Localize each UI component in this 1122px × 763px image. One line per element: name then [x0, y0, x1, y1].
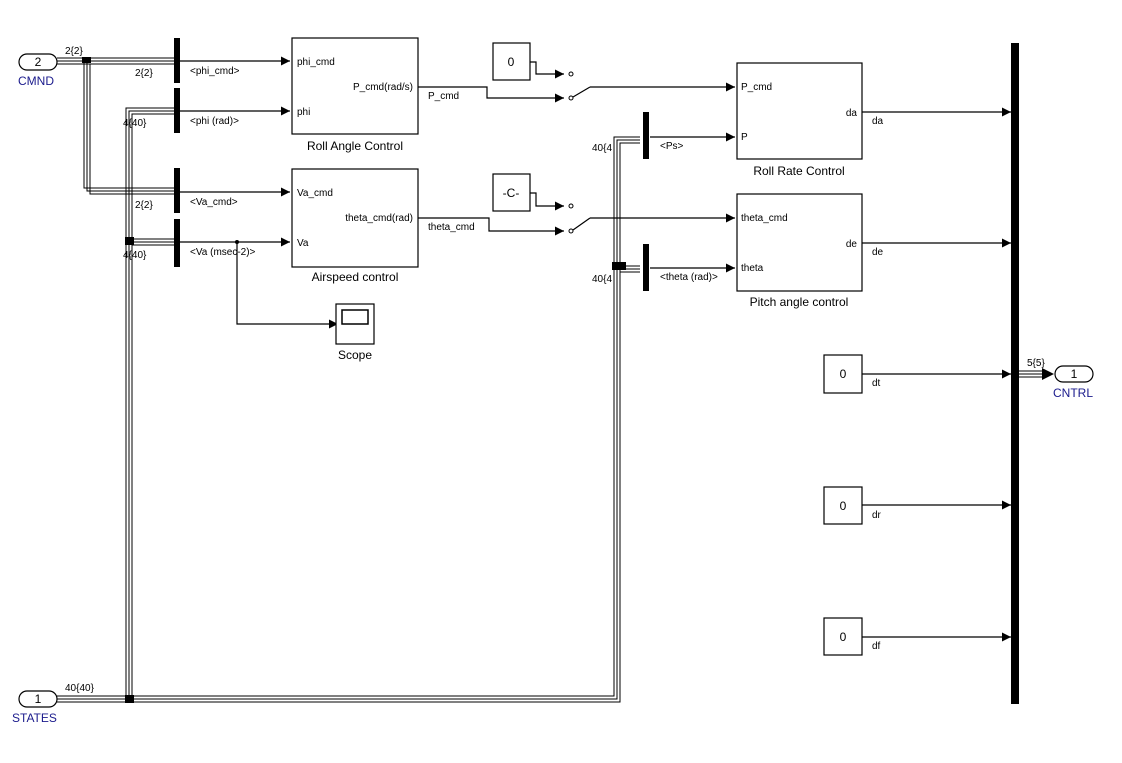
pitch-angle-control-block[interactable]: theta_cmd theta de Pitch angle control [736, 193, 863, 309]
roll-rate-title: Roll Rate Control [753, 164, 844, 178]
switch1-constant-block[interactable]: 0 [492, 42, 531, 81]
states-width-label: 40{40} [65, 683, 95, 694]
cmnd-bus [57, 57, 174, 195]
ps-width-label: 40{4 [592, 143, 612, 154]
roll-path-wires [418, 61, 735, 142]
de-signal-label: de [872, 247, 884, 258]
airspeed-title: Airspeed control [312, 270, 399, 284]
pitch-angle-out-label: de [846, 239, 858, 250]
roll-angle-title: Roll Angle Control [307, 139, 403, 153]
roll-angle-in2-label: phi [297, 107, 310, 118]
dt-constant-value: 0 [840, 367, 847, 381]
selector-ps[interactable] [643, 112, 649, 159]
selector-theta[interactable] [643, 244, 649, 291]
pitch-angle-in1-label: theta_cmd [741, 213, 788, 224]
airspeed-in1-label: Va_cmd [297, 188, 333, 199]
va-cmd-width-label: 2{2} [135, 200, 153, 211]
roll-rate-in2-label: P [741, 132, 748, 143]
selector-phi[interactable] [174, 88, 180, 133]
switch1-constant-value: 0 [508, 55, 515, 69]
selector-va-cmd[interactable] [174, 168, 180, 213]
outport-cntrl-number: 1 [1071, 367, 1078, 381]
output-mux[interactable] [1011, 43, 1019, 704]
pitch-angle-in2-label: theta [741, 263, 764, 274]
manual-switch-1[interactable] [568, 71, 591, 101]
dr-constant-value: 0 [840, 499, 847, 513]
p-cmd-signal-label: P_cmd [428, 91, 459, 102]
va-width-label: 4{40} [123, 250, 147, 261]
dt-constant-block[interactable]: 0 [823, 354, 863, 394]
outport-cntrl-name: CNTRL [1053, 386, 1093, 400]
phi-signal-label: <phi (rad)> [190, 116, 239, 127]
roll-rate-in1-label: P_cmd [741, 82, 772, 93]
airspeed-out-label: theta_cmd(rad) [345, 213, 413, 224]
inport-states-name: STATES [12, 711, 57, 725]
airspeed-in2-label: Va [297, 238, 309, 249]
switch2-constant-value: -C- [503, 186, 520, 200]
outport-cntrl[interactable]: 1 CNTRL [1053, 365, 1094, 400]
dr-signal-label: dr [872, 510, 882, 521]
states-bus [57, 107, 640, 703]
ps-signal-label: <Ps> [660, 141, 684, 152]
mux-input-wires [862, 107, 1011, 642]
inport-cmnd-number: 2 [35, 55, 42, 69]
theta-signal-label: <theta (rad)> [660, 272, 718, 283]
selector-wires [180, 56, 338, 329]
dr-constant-block[interactable]: 0 [823, 486, 863, 525]
theta-width-label: 40{4 [592, 274, 612, 285]
airspeed-control-block[interactable]: Va_cmd Va theta_cmd(rad) Airspeed contro… [291, 168, 419, 284]
roll-angle-out-label: P_cmd(rad/s) [353, 82, 413, 93]
df-constant-block[interactable]: 0 [823, 617, 863, 656]
selector-va[interactable] [174, 219, 180, 267]
scope-title: Scope [338, 348, 372, 362]
manual-switch-2[interactable] [568, 203, 591, 234]
inport-states[interactable]: 1 STATES [12, 690, 58, 725]
va-cmd-signal-label: <Va_cmd> [190, 197, 238, 208]
phi-cmd-signal-label: <phi_cmd> [190, 66, 240, 77]
cntrl-bus [1019, 368, 1054, 380]
scope-screen-icon [341, 309, 369, 325]
theta-cmd-signal-label: theta_cmd [428, 222, 475, 233]
pitch-angle-title: Pitch angle control [750, 295, 849, 309]
da-signal-label: da [872, 116, 884, 127]
df-constant-value: 0 [840, 630, 847, 644]
switch2-constant-block[interactable]: -C- [492, 173, 531, 212]
dt-signal-label: dt [872, 378, 881, 389]
roll-angle-control-block[interactable]: phi_cmd phi P_cmd(rad/s) Roll Angle Cont… [291, 37, 419, 153]
cntrl-width-label: 5{5} [1027, 358, 1045, 369]
inport-cmnd[interactable]: 2 CMND [18, 53, 58, 88]
va-signal-label: <Va (msec-2)> [190, 247, 256, 258]
phi-cmd-width-label: 2{2} [135, 68, 153, 79]
roll-rate-out-label: da [846, 108, 858, 119]
df-signal-label: df [872, 641, 881, 652]
selector-phi-cmd[interactable] [174, 38, 180, 83]
scope-block[interactable]: Scope [335, 303, 375, 362]
inport-cmnd-name: CMND [18, 74, 54, 88]
phi-width-label: 4{40} [123, 118, 147, 129]
pitch-path-wires [418, 192, 735, 273]
cmnd-width-label: 2{2} [65, 46, 83, 57]
roll-rate-control-block[interactable]: P_cmd P da Roll Rate Control [736, 62, 863, 178]
inport-states-number: 1 [35, 692, 42, 706]
roll-angle-in1-label: phi_cmd [297, 57, 335, 68]
